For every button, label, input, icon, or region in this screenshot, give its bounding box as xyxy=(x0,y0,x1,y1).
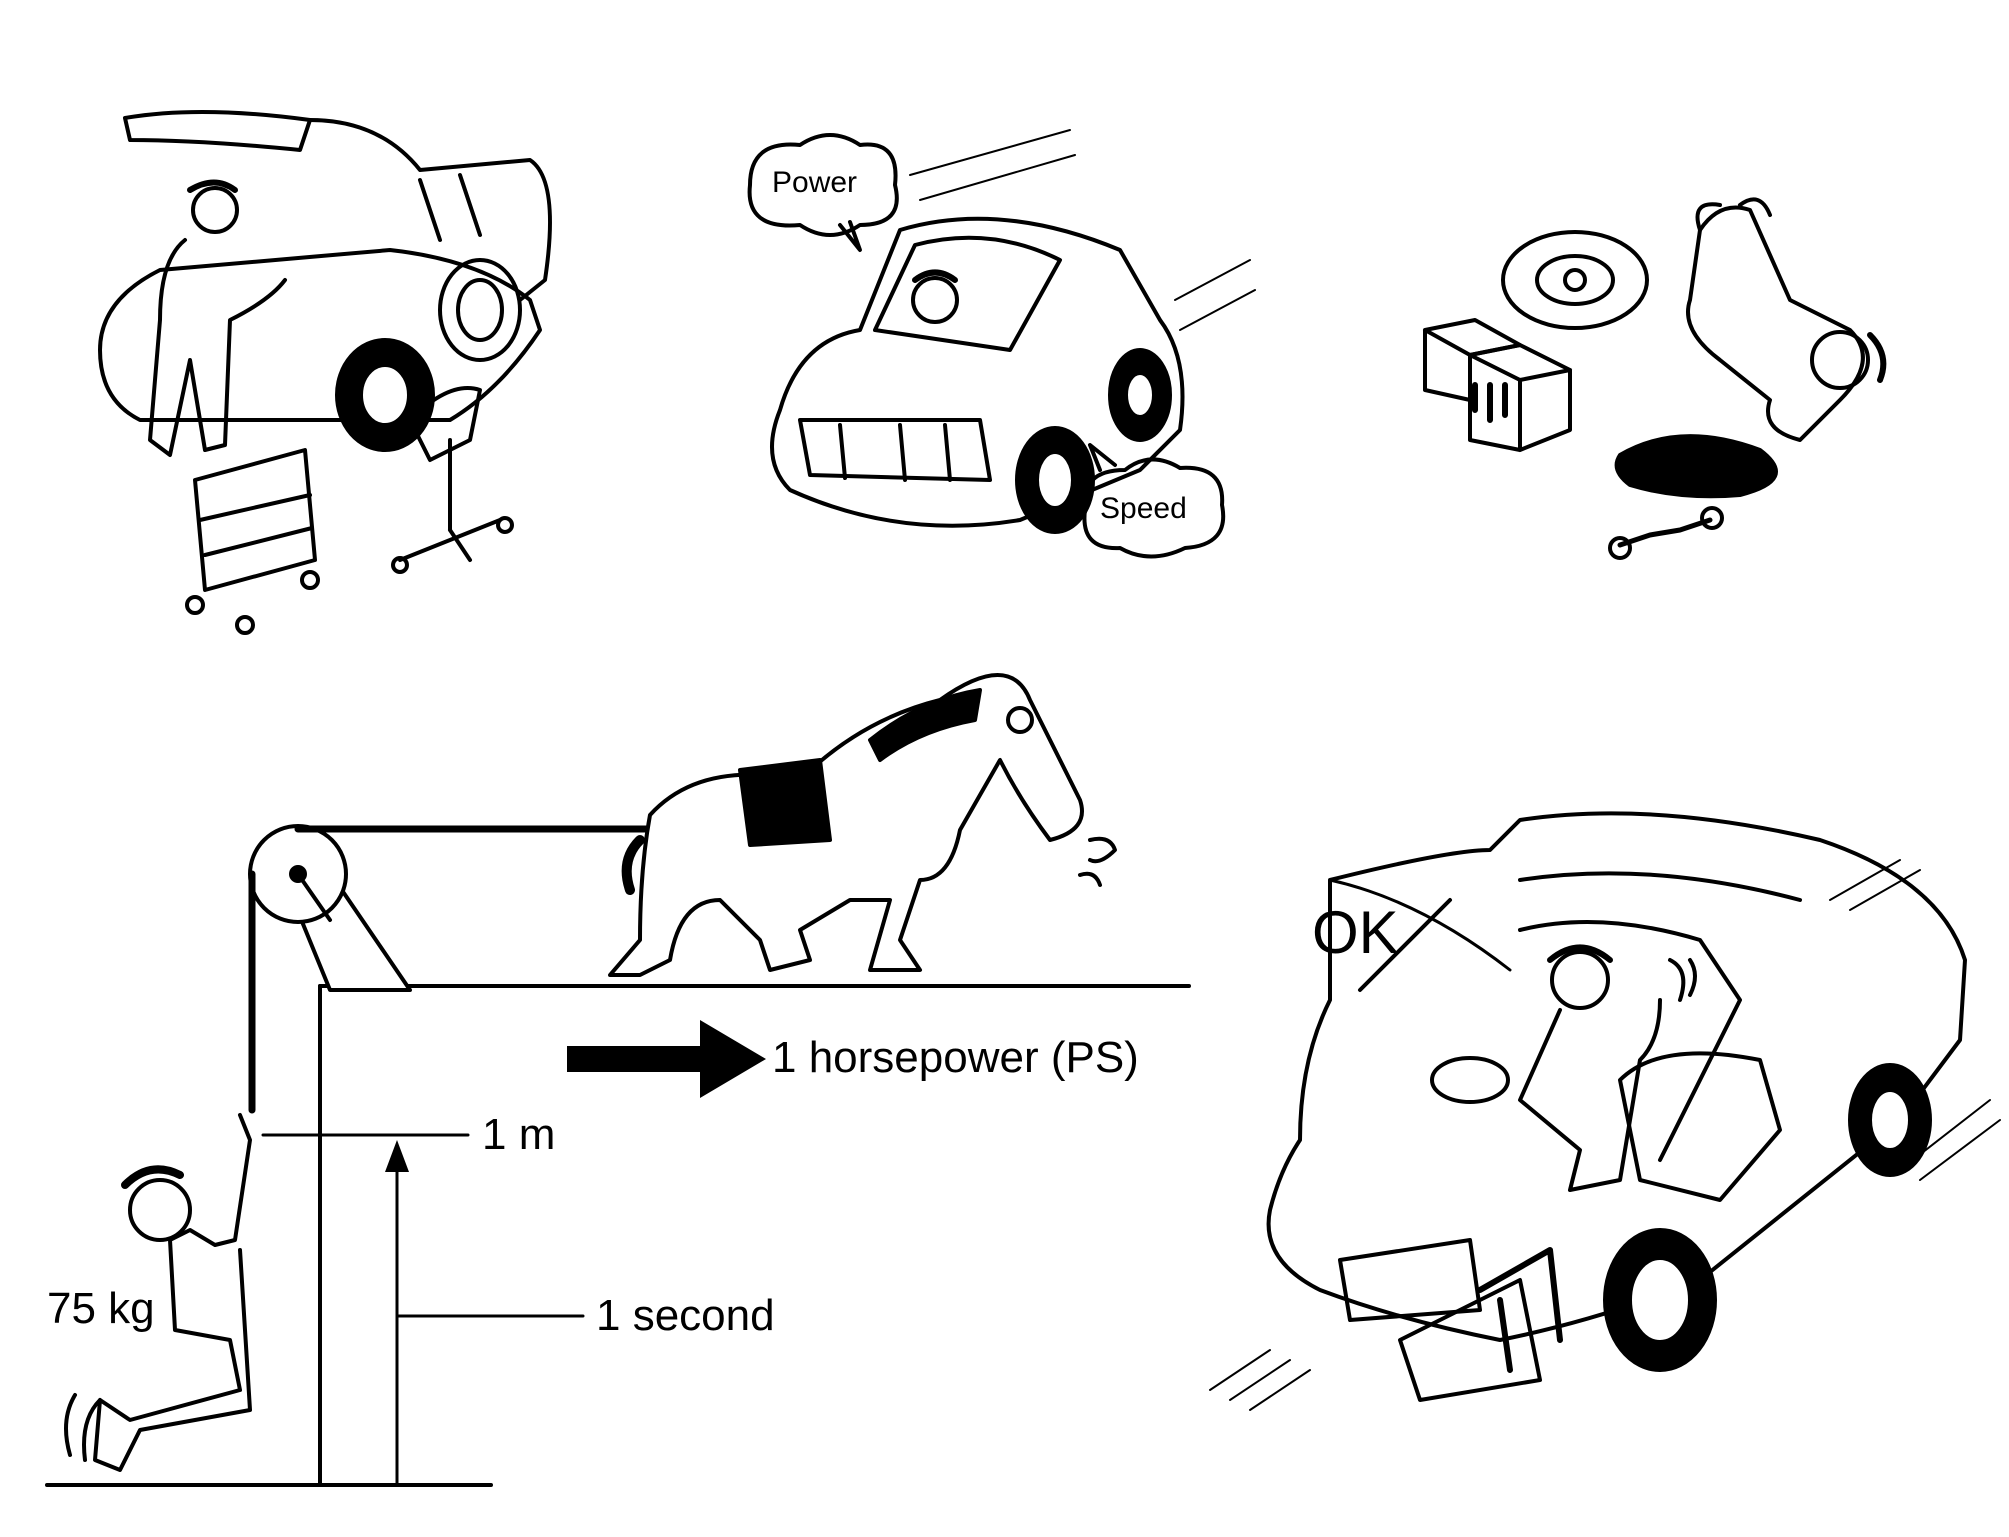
mass-label: 75 kg xyxy=(47,1284,155,1333)
horsepower-label: 1 horsepower (PS) xyxy=(772,1033,1139,1082)
ok-label: OK xyxy=(1312,899,1399,966)
speech-bubble-power xyxy=(747,133,899,237)
speech-bubble-speed xyxy=(1082,457,1226,559)
height-label: 1 m xyxy=(482,1110,556,1159)
time-label: 1 second xyxy=(596,1291,775,1340)
arrow-right-icon xyxy=(567,1020,766,1098)
horsepower-definition-diagram xyxy=(45,673,1191,1487)
speed-label: Speed xyxy=(1100,492,1187,525)
power-speed-car-scene xyxy=(747,129,1256,559)
power-label: Power xyxy=(772,166,858,199)
driver-ok-car-scene xyxy=(1209,811,2001,1411)
mechanic-slipping-on-oil-scene xyxy=(1423,197,1887,560)
horse-pulling-rope xyxy=(608,673,1117,977)
mechanic-repairing-car-scene xyxy=(98,109,552,635)
man-pulling-rope xyxy=(64,1113,252,1472)
